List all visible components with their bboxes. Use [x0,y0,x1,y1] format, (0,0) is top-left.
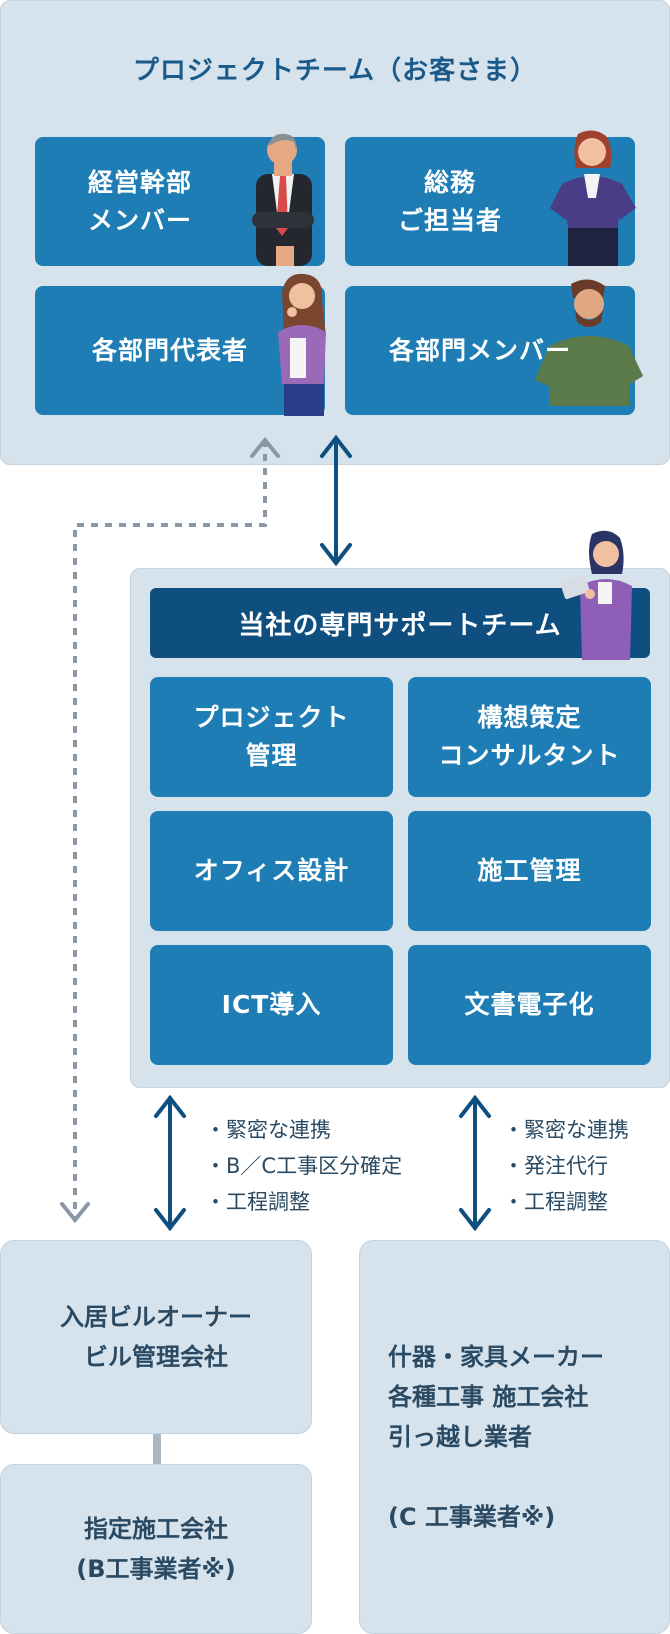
member-department-staff-label: 各部門メンバー [388,335,571,365]
role-document-digitization: 文書電子化 [408,945,651,1065]
role-office-design: オフィス設計 [150,811,393,931]
member-department-rep: 各部門代表者 [35,286,325,415]
role-construction-management: 施工管理 [408,811,651,931]
role-project-management-label: プロジェクト 管理 [193,703,350,770]
member-department-rep-label: 各部門代表者 [91,335,248,365]
role-ict-introduction-label: ICT導入 [221,990,322,1019]
designated-contractor-box: 指定施工会社 (B工事業者※) [0,1464,312,1634]
dotted-arrowheads [60,436,280,1224]
role-ict-introduction: ICT導入 [150,945,393,1065]
support-woman-illustration [562,530,632,660]
building-owner-box: 入居ビルオーナー ビル管理会社 [0,1240,312,1434]
building-owner-label: 入居ビルオーナー ビル管理会社 [60,1303,252,1371]
role-concept-consultant: 構想策定 コンサルタント [408,677,651,797]
designated-contractor-label: 指定施工会社 (B工事業者※) [76,1515,236,1583]
arrow-client-support [320,434,352,567]
vendor-connector [153,1434,161,1464]
right-link-notes: ・緊密な連携 ・発注代行 ・工程調整 [503,1118,629,1214]
other-vendors-label: 什器・家具メーカー 各種工事 施工会社 引っ越し業者 (C 工事業者※) [388,1343,604,1531]
role-document-digitization-label: 文書電子化 [464,990,595,1019]
role-concept-consultant-label: 構想策定 コンサルタント [438,703,621,770]
other-vendors-box: 什器・家具メーカー 各種工事 施工会社 引っ越し業者 (C 工事業者※) [359,1240,670,1634]
executive-man-illustration [252,133,314,266]
support-team-title: 当社の専門サポートチーム [238,610,562,641]
role-construction-management-label: 施工管理 [477,856,582,885]
member-executive-label: 経営幹部 メンバー [87,167,192,235]
arrow-support-building-owner [154,1094,186,1232]
member-general-affairs-label: 総務 ご担当者 [397,167,502,235]
general-affairs-woman-illustration [550,130,636,266]
dotted-line-to-building-owner [73,440,267,1220]
left-link-notes: ・緊密な連携 ・B／C工事区分確定 ・工程調整 [205,1118,403,1214]
department-staff-man-illustration [535,279,643,406]
department-rep-woman-illustration [278,273,326,416]
support-team-banner: 当社の専門サポートチーム [150,588,650,658]
role-office-design-label: オフィス設計 [193,856,350,885]
role-project-management: プロジェクト 管理 [150,677,393,797]
client-team-title: プロジェクトチーム（お客さま） [132,56,538,86]
arrow-support-other-vendors [459,1094,491,1232]
